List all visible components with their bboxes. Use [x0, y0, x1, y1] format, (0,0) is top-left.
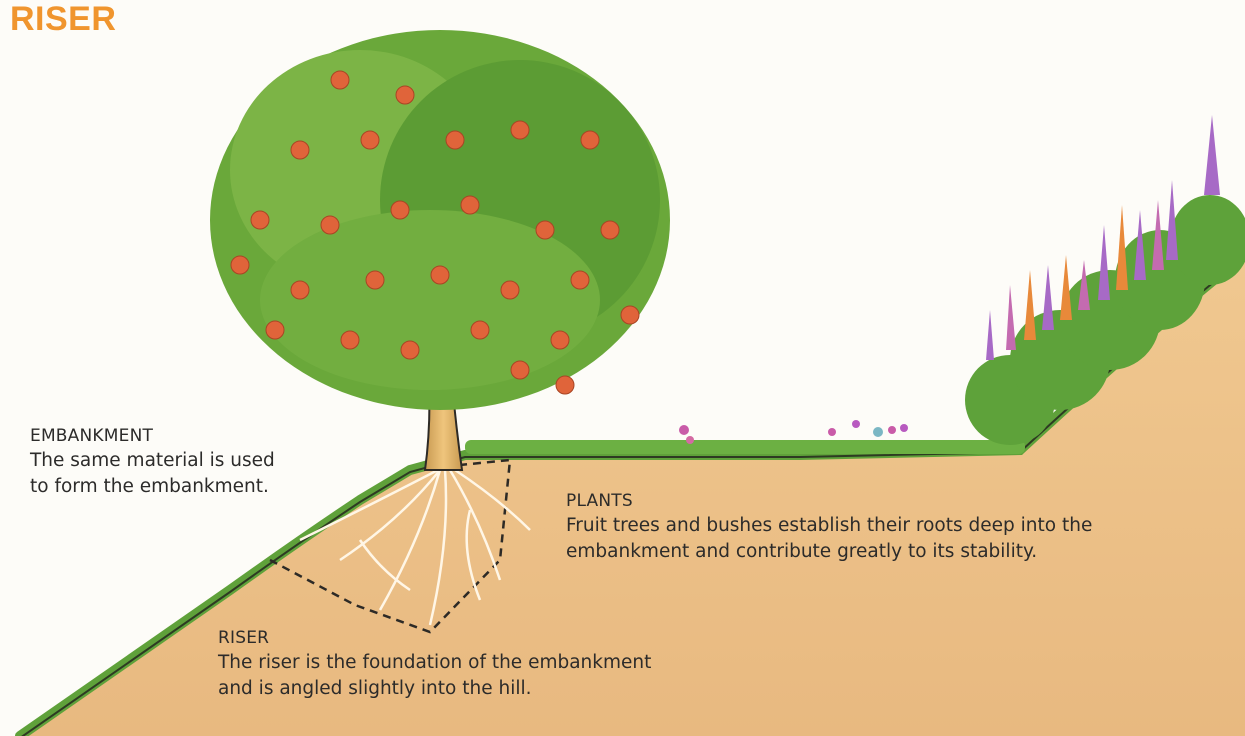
embankment-heading: EMBANKMENT [30, 424, 350, 448]
plants-line-2: embankment and contribute greatly to its… [566, 539, 1206, 565]
plants-line-1: Fruit trees and bushes establish their r… [566, 513, 1206, 539]
riser-line-1: The riser is the foundation of the emban… [218, 650, 778, 676]
riser-line-2: and is angled slightly into the hill. [218, 676, 778, 702]
embankment-label: EMBANKMENT The same material is used to … [30, 424, 350, 500]
embankment-line-2: to form the embankment. [30, 474, 350, 500]
terrace-grass [465, 440, 1025, 454]
embankment-line-1: The same material is used [30, 448, 350, 474]
plants-label: PLANTS Fruit trees and bushes establish … [566, 489, 1206, 565]
riser-label: RISER The riser is the foundation of the… [218, 626, 778, 702]
page-title: RISER [10, 2, 116, 36]
plants-heading: PLANTS [566, 489, 1206, 513]
riser-heading: RISER [218, 626, 778, 650]
tree-canopy [210, 30, 670, 410]
